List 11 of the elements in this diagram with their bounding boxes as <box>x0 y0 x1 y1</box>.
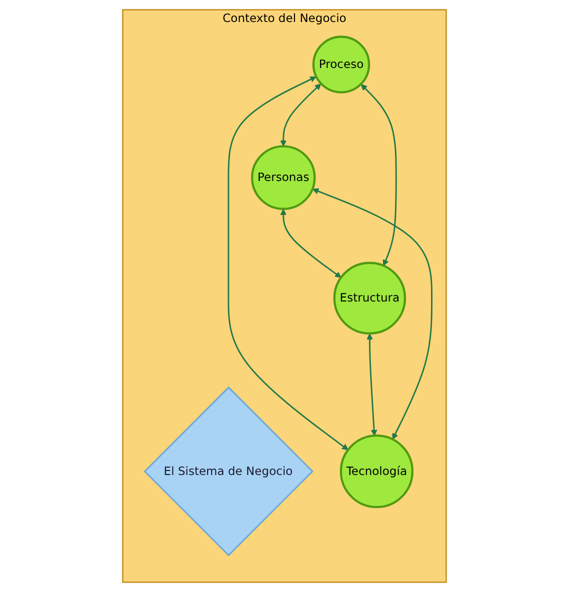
node-circle: Personas <box>250 145 316 210</box>
arrow <box>227 76 348 450</box>
node-diamond: El Sistema de Negocio <box>143 386 314 556</box>
arrow <box>366 333 377 436</box>
arrow <box>360 84 396 266</box>
node-circle: Tecnología <box>339 434 414 508</box>
arrow <box>280 208 341 278</box>
node-circle: Estructura <box>332 262 406 335</box>
arrow <box>312 188 432 440</box>
arrow <box>280 84 321 147</box>
node-circle: Proceso <box>312 36 370 94</box>
